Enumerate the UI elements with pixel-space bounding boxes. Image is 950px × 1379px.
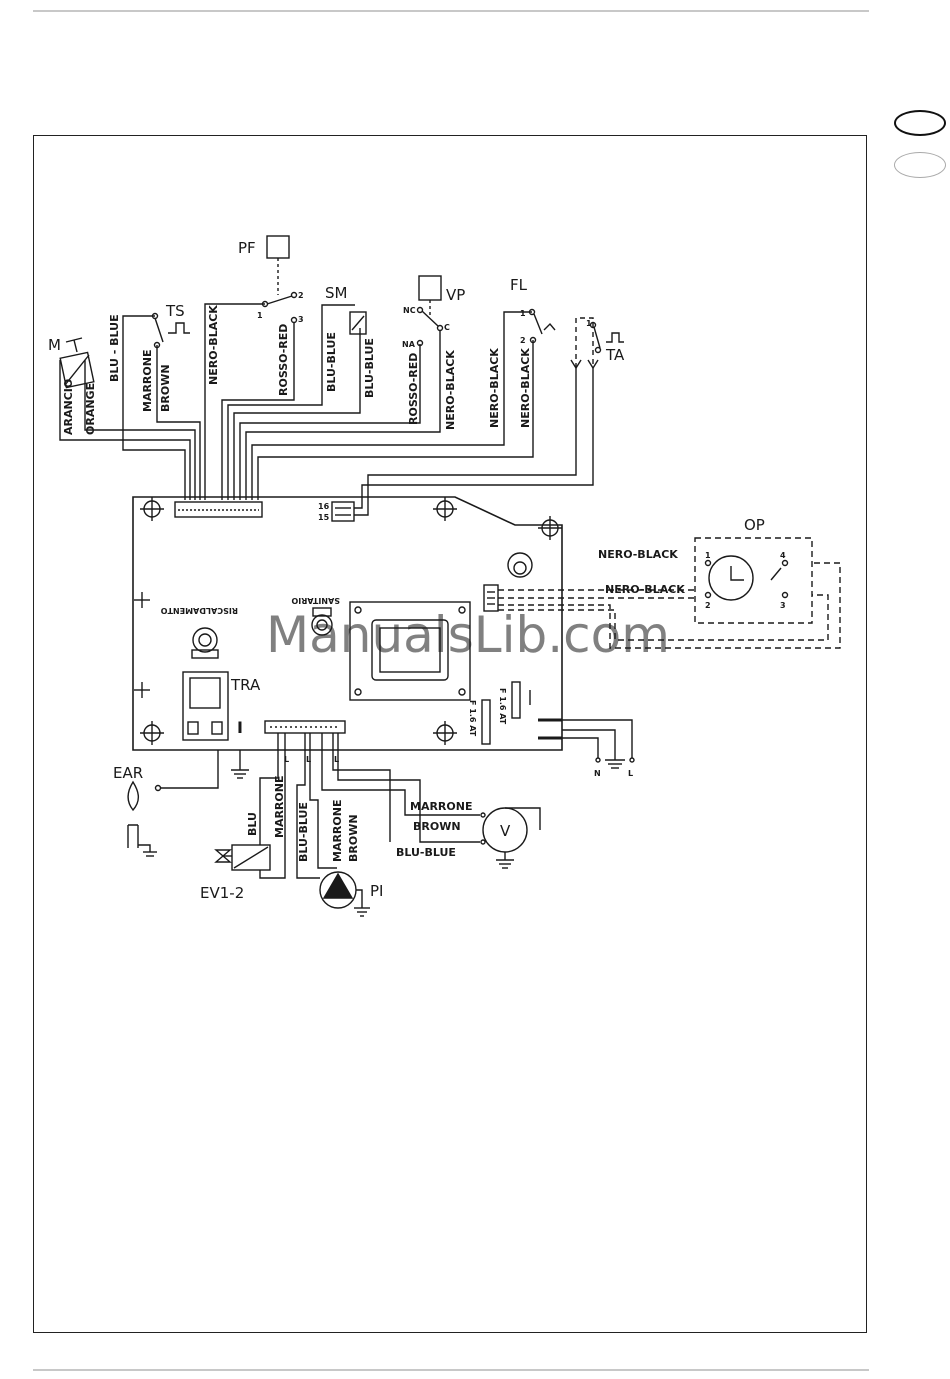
fuse-1 [511,681,521,719]
wire-pf-rosso: ROSSO-RED [277,324,290,396]
pin-vp-c: C [444,323,450,332]
fuse-2 [481,699,491,745]
motor-m-symbol [59,337,95,389]
wire-v-blu: BLU-BLUE [396,846,456,859]
mounting-hole-2 [433,497,457,521]
language-tab-inactive[interactable] [894,152,946,178]
pin-fl-1: 1 [520,309,526,318]
top-potentiometer [507,552,533,578]
footer-rule [33,1369,869,1371]
mounting-hole-5 [433,721,457,745]
mains-l: L [628,769,633,778]
pin-pf-3: 3 [298,315,304,324]
pin-op-2: 2 [705,601,711,610]
pin-op-3: 3 [780,601,786,610]
label-pi: PI [370,882,383,900]
pin-fl-2: 2 [520,336,526,345]
wire-ev-blu: BLU [246,812,259,836]
pin-op-4: 4 [780,551,786,560]
v-fan-symbol [321,733,541,869]
label-riscaldamento: RISCALDAMENTO [161,606,238,615]
ev-gas-valve-symbol [214,733,286,879]
wire-op-nero-2: NERO-BLACK [605,583,685,596]
label-ta: TA [605,346,625,364]
pin-ta-1: 1 [586,319,592,328]
label-fl: FL [510,276,528,294]
label-ev: EV1-2 [200,884,244,902]
wire-vp-nero: NERO-BLACK [444,350,457,430]
mains-n: N [594,769,601,778]
wire-vp-rosso: ROSSO-RED [407,353,420,425]
control-board [132,496,563,751]
header-rule [33,10,869,12]
vp-switch-symbol [416,275,444,347]
language-tab-active[interactable] [894,110,946,136]
pin-pf-2: 2 [298,291,304,300]
terminal-l-2: L [306,755,311,764]
wire-pi-brown: BROWN [347,814,360,862]
wire-ev-marrone: MARRONE [273,776,286,838]
label-pf: PF [238,239,256,257]
ear-electrode-symbol [127,750,219,857]
mounting-hole-1 [140,497,164,521]
terminal-l-1: L [284,755,289,764]
main-connector [174,501,263,518]
label-m: M [48,336,61,354]
label-pin-16: 16 [318,502,330,511]
pin-vp-na: NA [402,340,416,349]
label-sanitario: SANITARIO [291,596,340,605]
pf-switch-symbol [261,235,298,324]
wire-fl-nero-1: NERO-BLACK [488,348,501,428]
ta-thermostat-symbol [570,317,624,370]
transformer [349,601,471,701]
mounting-hole-4 [140,721,164,745]
wire-sm-blu-2: BLU-BLUE [363,338,376,398]
wire-pf-nero: NERO-BLACK [207,305,220,385]
op-programmer-symbol [694,537,813,624]
wire-sm-blu-1: BLU-BLUE [325,332,338,392]
wire-v-marrone: MARRONE [410,800,472,813]
pin-pf-1: 1 [257,311,263,320]
wire-pi-marrone: MARRONE [331,800,344,862]
heating-potentiometer [191,627,219,659]
label-ts: TS [165,302,185,320]
wire-op-nero-1: NERO-BLACK [598,548,678,561]
diagram-frame [33,135,867,1333]
dhw-potentiometer [311,607,333,636]
terminal-l-3: L [334,755,339,764]
pin-vp-nc: NC [403,306,416,315]
label-vp: VP [446,286,465,304]
wire-m-arancio: ARANCIO [62,379,75,435]
wire-ts-marrone: MARRONE [141,350,154,412]
label-ear: EAR [113,764,143,782]
mounting-hole-3 [538,516,562,540]
label-fuse-1: F 1.6 AT [498,688,507,725]
sm-sensor-symbol [349,311,367,335]
wire-ts-brown: BROWN [159,364,172,412]
label-tra-mark: I [237,718,243,737]
wire-m-orange: ORANGE [84,383,97,435]
label-v: V [500,822,511,840]
mains-terminal [562,719,635,769]
pin-op-1: 1 [705,551,711,560]
label-sm: SM [325,284,347,302]
wire-ts-blu: BLU - BLUE [108,314,121,382]
label-fuse-2: F 1.6 AT [468,700,477,737]
board-ground-symbol [231,750,249,779]
watermark: ManualsLib.com [266,606,670,664]
label-tra: TRA [230,676,261,694]
label-op: OP [744,516,765,534]
pi-pump-symbol [296,733,370,917]
fl-switch-symbol [528,308,556,344]
label-pin-15: 15 [318,513,330,522]
wire-v-brown: BROWN [413,820,461,833]
wire-fl-nero-2: NERO-BLACK [519,348,532,428]
ignition-transformer [182,671,229,741]
ts-switch-symbol [151,312,190,349]
ta-connector [331,501,355,522]
wire-pi-blu: BLU-BLUE [297,802,310,862]
